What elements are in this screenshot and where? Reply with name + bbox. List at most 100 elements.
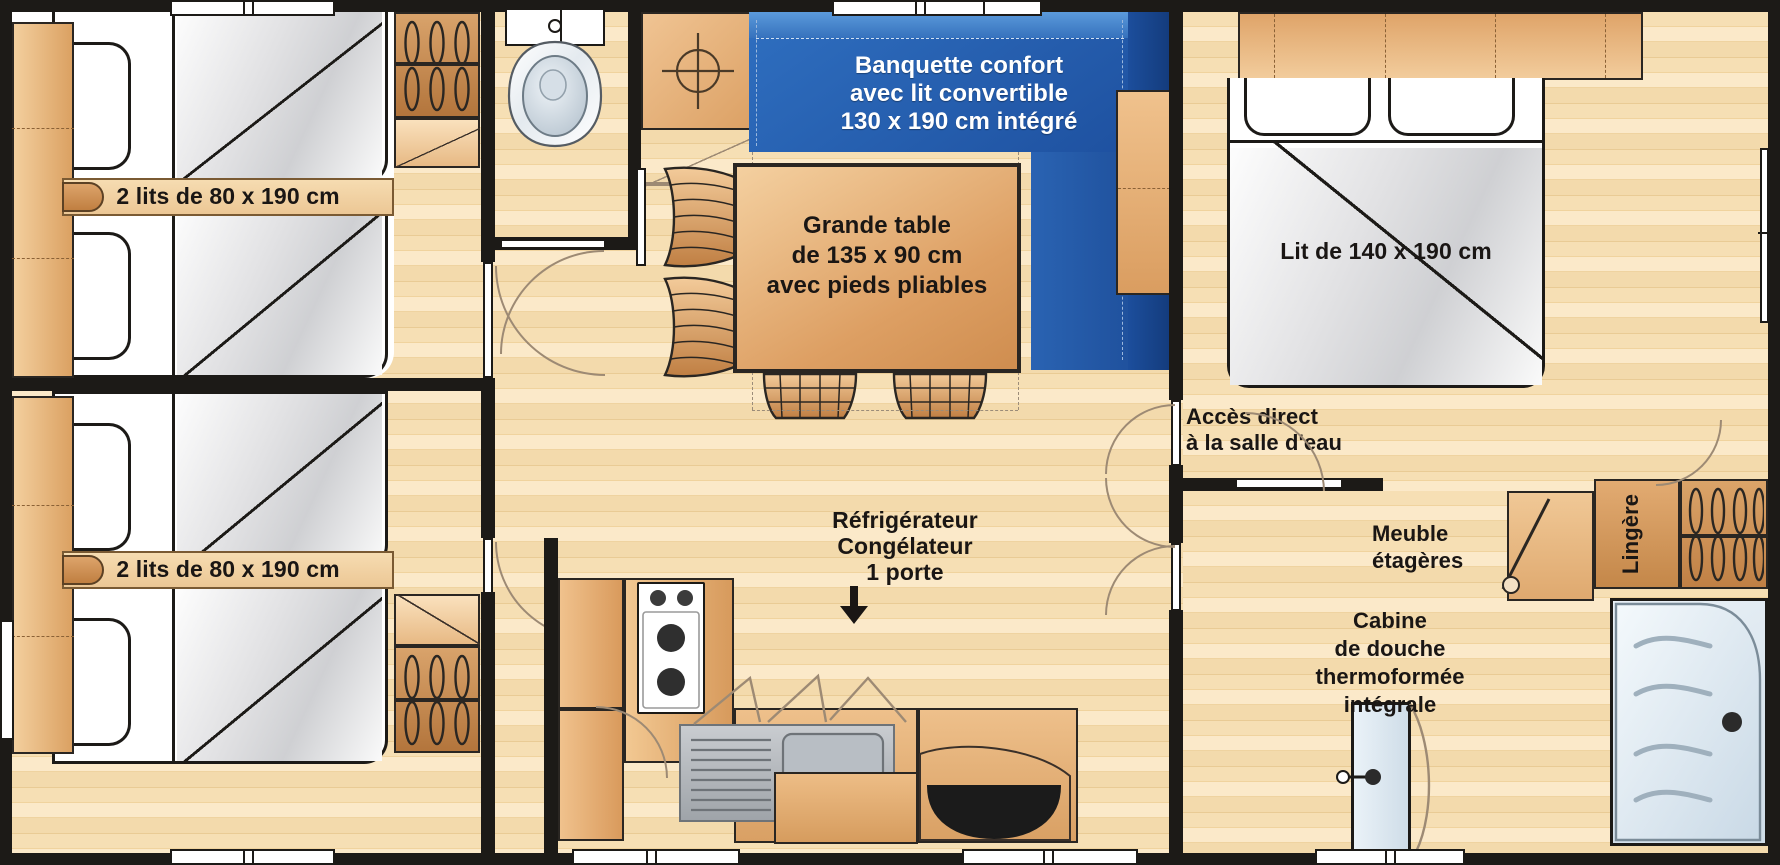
window-bottom-living bbox=[962, 849, 1138, 865]
window-top-living-mark3 bbox=[983, 1, 985, 15]
fridge-label-line1: Réfrigérateur bbox=[832, 507, 978, 533]
bed-lower-knob bbox=[62, 555, 104, 585]
kitchen-drawer-front bbox=[774, 772, 918, 844]
acces-label-line2: à la salle d'eau bbox=[1186, 430, 1343, 455]
fridge-label-line3: 1 porte bbox=[866, 559, 944, 585]
wardrobe-upper-left-divider-2 bbox=[12, 258, 74, 259]
toilet-flush-button-icon[interactable] bbox=[546, 17, 564, 35]
bed-upper-2 bbox=[52, 200, 388, 378]
window-bottom-salle-mark2 bbox=[1394, 850, 1396, 864]
window-top-bedroom-mark2 bbox=[252, 1, 254, 15]
lingere-rail bbox=[1682, 534, 1766, 538]
window-bottom-kitchen-mark bbox=[646, 850, 648, 864]
banquette-label-line3: 130 x 190 cm intégré bbox=[840, 108, 1078, 135]
wall-trim-vertical bbox=[636, 168, 646, 266]
wall-between-bedrooms bbox=[0, 378, 494, 391]
wall-living-master-lower bbox=[1169, 610, 1183, 865]
master-bed-diag bbox=[1230, 140, 1542, 388]
table-guide-bottom bbox=[752, 410, 1018, 411]
banquette-dash-top bbox=[756, 38, 1124, 39]
master-bed-label: Lit de 140 x 190 cm bbox=[1280, 238, 1492, 264]
wardrobe-lower-left-divider-2 bbox=[12, 636, 74, 637]
table-label-line1: Grande table bbox=[803, 212, 951, 239]
window-bottom-bedroom-mark bbox=[243, 850, 245, 864]
headboard-div-3 bbox=[1495, 14, 1496, 78]
wardrobe-lower-rail bbox=[394, 698, 480, 702]
wall-bedrooms-right-lower bbox=[481, 592, 495, 865]
bedroom-upper-label-bar bbox=[62, 178, 394, 216]
banquette-label-line1: Banquette confort bbox=[854, 52, 1064, 79]
banquette-side-cabinet bbox=[1116, 90, 1172, 295]
wardrobe-upper-shelf-diag bbox=[394, 118, 480, 168]
headboard-div-2 bbox=[1385, 14, 1386, 78]
acces-label-line1: Accès direct bbox=[1186, 404, 1319, 429]
shower-label-line4: intégrale bbox=[1343, 692, 1437, 717]
master-pillow-left bbox=[1244, 78, 1371, 136]
window-bottom-living-mark2 bbox=[1052, 850, 1054, 864]
dining-table bbox=[733, 163, 1021, 373]
cabinet-door-open-icon bbox=[1501, 498, 1551, 594]
shower-door-swing-icon bbox=[1408, 703, 1431, 853]
master-bed-turnline bbox=[1227, 140, 1545, 143]
window-bottom-living-mark bbox=[1043, 850, 1045, 864]
fridge-label-line2: Congélateur bbox=[837, 533, 973, 559]
cooktop-icon bbox=[642, 590, 700, 709]
door-wc[interactable] bbox=[500, 239, 606, 249]
window-bottom-salle bbox=[1315, 849, 1465, 865]
window-left-lower bbox=[0, 620, 14, 740]
shower-label-line2: de douche bbox=[1334, 636, 1446, 661]
wardrobe-lower-left-divider-1 bbox=[12, 505, 74, 506]
window-top-living-mark bbox=[915, 1, 917, 15]
wardrobe-upper-left-divider-1 bbox=[12, 128, 74, 129]
door-handle-icon[interactable] bbox=[1335, 764, 1383, 790]
hanger-icon bbox=[1688, 487, 1764, 582]
banquette-label-line2: avec lit convertible bbox=[849, 80, 1069, 107]
outer-wall-right bbox=[1768, 0, 1780, 865]
bedroom-upper-label: 2 lits de 80 x 190 cm bbox=[116, 183, 340, 209]
stool-icon bbox=[762, 372, 858, 420]
bed-upper-1 bbox=[52, 12, 388, 184]
bed-lower-1 bbox=[52, 391, 388, 569]
wall-living-master-upper bbox=[1169, 0, 1183, 400]
window-top-living bbox=[832, 0, 1042, 16]
master-headboard-cabinet bbox=[1238, 12, 1643, 80]
table-label-line2: de 135 x 90 cm bbox=[791, 242, 963, 269]
round-basin-icon bbox=[919, 745, 1071, 841]
meuble-etageres bbox=[1507, 491, 1594, 601]
door-bedroom-lower[interactable] bbox=[483, 538, 493, 594]
meuble-label-line2: étagères bbox=[1372, 548, 1464, 573]
toilet-icon bbox=[507, 40, 603, 148]
shower-tray-icon bbox=[1614, 602, 1762, 842]
shower-label-line3: thermoformée bbox=[1315, 664, 1465, 689]
window-top-living-mark2 bbox=[924, 1, 926, 15]
headboard-div-1 bbox=[1274, 14, 1275, 78]
wall-bedrooms-right-upper bbox=[481, 0, 495, 262]
lingere-cupboard bbox=[1594, 479, 1680, 589]
headboard-div-4 bbox=[1605, 14, 1606, 78]
window-bottom-kitchen-mark2 bbox=[655, 850, 657, 864]
window-master-right-mark bbox=[1758, 232, 1771, 234]
window-top-bedroom-mark bbox=[243, 1, 245, 15]
door-bedroom-upper[interactable] bbox=[483, 262, 493, 378]
meuble-label-line1: Meuble bbox=[1372, 521, 1449, 546]
hanger-icon bbox=[404, 20, 470, 112]
ceiling-light-icon bbox=[662, 33, 734, 109]
wall-bedrooms-right-mid bbox=[481, 378, 495, 538]
stool-icon bbox=[892, 372, 988, 420]
master-pillow-right bbox=[1388, 78, 1515, 136]
bedroom-lower-label-bar bbox=[62, 551, 394, 589]
window-bottom-salle-mark bbox=[1385, 850, 1387, 864]
bed-lower-2 bbox=[52, 586, 388, 764]
table-label-line3: avec pieds pliables bbox=[766, 272, 988, 299]
window-master-right bbox=[1760, 148, 1769, 323]
lingere-label: Lingère bbox=[1618, 493, 1643, 575]
hanger-icon bbox=[404, 654, 470, 746]
banquette-dash-left bbox=[756, 20, 757, 146]
window-bottom-bedroom-mark2 bbox=[252, 850, 254, 864]
wall-kitchen-left bbox=[544, 538, 558, 865]
bed-upper-knob bbox=[62, 182, 104, 212]
faucet-arcs-icon bbox=[693, 673, 907, 725]
kitchen-unit-left-upper bbox=[558, 578, 624, 709]
banquette-side-cabinet-divider bbox=[1118, 188, 1170, 189]
